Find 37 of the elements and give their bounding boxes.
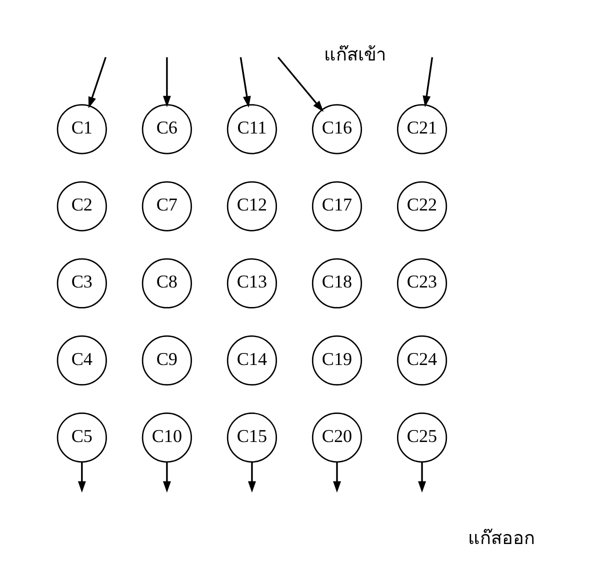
node-circle: C16 <box>312 104 362 154</box>
arrow <box>78 462 86 493</box>
node-circle: C20 <box>312 412 362 463</box>
node-circle: C15 <box>226 412 278 463</box>
node-circle: C21 <box>396 104 448 154</box>
node-circle: C13 <box>226 258 278 308</box>
arrow <box>162 57 171 108</box>
node-circle: C4 <box>56 335 107 386</box>
arrow <box>162 462 171 493</box>
node-circle: C19 <box>312 335 362 386</box>
node-circle: C18 <box>312 258 362 308</box>
node-circle: C17 <box>312 181 362 232</box>
node-circle: C10 <box>142 412 192 463</box>
node-circle: C3 <box>56 258 107 308</box>
arrow <box>248 462 256 493</box>
node-circle: C9 <box>142 335 192 386</box>
arrow <box>277 56 324 112</box>
node-circle: C1 <box>56 104 107 154</box>
node-circle: C14 <box>226 335 278 386</box>
node-circle: C7 <box>142 181 192 232</box>
node-circle: C5 <box>56 412 107 463</box>
arrow <box>418 462 426 493</box>
node-circle: C24 <box>396 335 448 386</box>
arrow <box>422 57 434 108</box>
node-circle: C2 <box>56 181 107 232</box>
node-circle: C25 <box>396 412 448 463</box>
node-circle: C11 <box>226 104 278 154</box>
node-circle: C22 <box>396 181 448 232</box>
label: แก๊สออก <box>468 528 535 550</box>
node-circle: C23 <box>396 258 448 308</box>
label: แก๊สเข้า <box>324 44 386 66</box>
arrow <box>333 462 341 493</box>
node-circle: C12 <box>226 181 278 232</box>
arrow <box>240 57 251 108</box>
arrow <box>88 56 106 108</box>
node-circle: C6 <box>142 104 192 154</box>
node-circle: C8 <box>142 258 192 308</box>
